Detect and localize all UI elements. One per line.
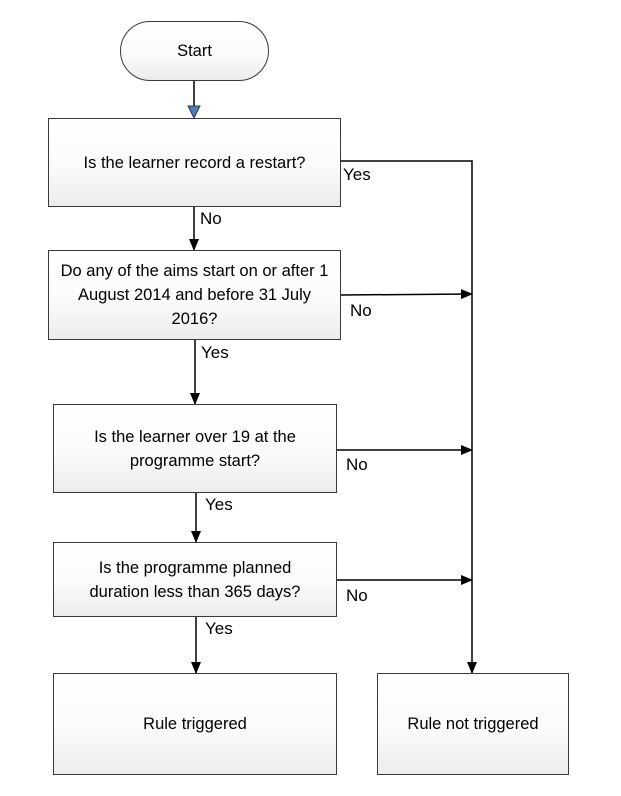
connector-restart-yes xyxy=(341,160,477,674)
aims-question-text: Do any of the aims start on or after 1 A… xyxy=(60,262,329,328)
age-no-label: No xyxy=(346,455,368,474)
duration-question-box: Is the programme planned duration less t… xyxy=(53,542,337,617)
restart-question-text: Is the learner record a restart? xyxy=(83,153,306,172)
duration-yes-label: Yes xyxy=(205,619,233,638)
aims-question-box: Do any of the aims start on or after 1 A… xyxy=(48,250,341,340)
rule-triggered-box: Rule triggered xyxy=(53,673,337,775)
age-question-box: Is the learner over 19 at the programme … xyxy=(53,404,337,493)
restart-yes-label: Yes xyxy=(343,165,371,184)
aims-no-label: No xyxy=(350,301,372,320)
duration-question-text: Is the programme planned duration less t… xyxy=(89,558,301,601)
duration-no-label: No xyxy=(346,586,368,605)
restart-no-label: No xyxy=(200,209,222,228)
restart-question-box: Is the learner record a restart? xyxy=(48,118,341,207)
aims-yes-label: Yes xyxy=(201,343,229,362)
start-label: Start xyxy=(177,42,212,60)
start-arrow-head xyxy=(187,105,201,120)
connector-aims-no xyxy=(340,289,473,300)
rule-triggered-text: Rule triggered xyxy=(143,715,247,733)
age-question-text: Is the learner over 19 at the programme … xyxy=(94,427,296,470)
rule-not-triggered-text: Rule not triggered xyxy=(407,715,539,733)
rule-not-triggered-box: Rule not triggered xyxy=(377,673,569,775)
age-yes-label: Yes xyxy=(205,495,233,514)
start-node: Start xyxy=(120,21,269,81)
